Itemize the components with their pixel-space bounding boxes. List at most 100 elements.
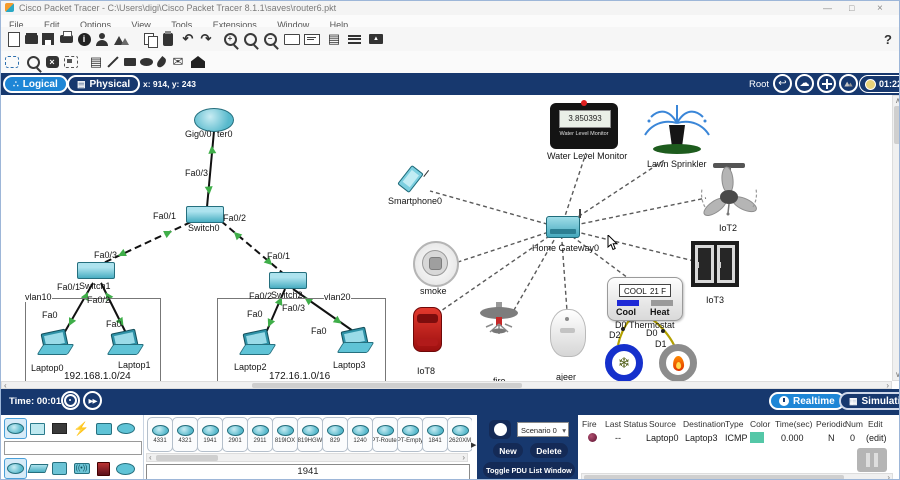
new-window-button[interactable] [283, 30, 301, 48]
device-laptop1[interactable] [106, 328, 145, 358]
console-cable-button[interactable] [345, 30, 363, 48]
photo-button[interactable]: ▲ [367, 30, 385, 48]
device-thermostat[interactable]: COOL 21 F Cool Heat [607, 277, 683, 321]
pdu-fire-dot[interactable] [588, 433, 597, 442]
device-description-field[interactable] [4, 441, 142, 455]
zoom-reset-button[interactable] [241, 30, 259, 48]
place-note-button[interactable]: ▤ [87, 53, 105, 71]
custom-device-button[interactable]: ▤ [325, 30, 343, 48]
model-1941[interactable]: 1941 [197, 417, 223, 452]
device-iot3-window[interactable] [691, 241, 739, 287]
power-cycle-button[interactable] [61, 391, 80, 410]
device-ajeer-siren[interactable] [550, 309, 586, 357]
close-icon[interactable]: × [877, 3, 883, 14]
environment-time-button[interactable]: 01:22:00 [859, 75, 899, 93]
subcategory-switches[interactable] [26, 458, 49, 479]
tab-logical[interactable]: ∴ Logical [3, 75, 68, 93]
zoom-out-button[interactable]: − [261, 30, 279, 48]
scenario-select[interactable]: Scenario 0 ▾ [517, 422, 569, 437]
device-furnace[interactable] [659, 344, 697, 382]
fast-forward-button[interactable]: ▶▶ [83, 391, 102, 410]
print-button[interactable] [57, 30, 75, 48]
toggle-pdu-list-button[interactable]: Toggle PDU List Window [483, 462, 575, 478]
model-scrollbar[interactable]: ‹ › [146, 453, 468, 462]
delete-scenario-button[interactable]: Delete [530, 443, 568, 458]
menu-options[interactable]: Options [79, 20, 111, 30]
canvas-vscrollbar[interactable]: ∧ ∨ [892, 95, 899, 381]
model-819hgw[interactable]: 819HGW [297, 417, 323, 452]
menu-tools[interactable]: Tools [171, 20, 193, 30]
device-switch2[interactable] [269, 272, 307, 289]
new-scenario-button[interactable]: New [493, 443, 523, 458]
model-2911[interactable]: 2911 [247, 417, 273, 452]
canvas-hscrollbar[interactable]: ‹ › [1, 381, 892, 389]
tab-simulation[interactable]: ▦ Simulation [839, 392, 899, 410]
draw-ellipse-button[interactable] [137, 53, 155, 71]
category-multiuser[interactable] [114, 418, 137, 439]
new-file-button[interactable] [5, 30, 23, 48]
menu-extensions[interactable]: Extensions [212, 20, 257, 30]
draw-line-button[interactable] [104, 53, 122, 71]
draw-freeform-button[interactable] [152, 53, 170, 71]
device-switch0[interactable] [186, 206, 224, 223]
menu-view[interactable]: View [131, 20, 151, 30]
help-button[interactable]: ? [879, 30, 897, 48]
drawing-palette-button[interactable] [113, 30, 131, 48]
set-background-button[interactable] [839, 74, 858, 93]
copy-button[interactable] [141, 30, 159, 48]
draw-rectangle-button[interactable] [121, 53, 139, 71]
device-iot8-car[interactable] [413, 307, 442, 352]
pdu-edit-link[interactable]: (edit) [866, 433, 887, 443]
model-pt-empty[interactable]: PT-Empty [397, 417, 423, 452]
tab-physical[interactable]: ▤ Physical [67, 75, 141, 93]
dialog-button[interactable] [303, 30, 321, 48]
device-laptop2[interactable] [238, 328, 277, 358]
menu-help[interactable]: Help [329, 20, 349, 30]
category-components[interactable] [48, 418, 71, 439]
device-laptop3[interactable] [336, 326, 375, 356]
expand-panel-icon[interactable]: ▶ [471, 442, 477, 449]
activity-wizard-button[interactable]: i [75, 30, 93, 48]
open-file-button[interactable] [22, 30, 40, 48]
subcategory-security[interactable] [92, 458, 115, 479]
category-connections[interactable]: ⚡ [70, 418, 93, 439]
inspect-tool-button[interactable] [24, 53, 42, 71]
pdu-info-button[interactable] [489, 420, 511, 439]
model-4331[interactable]: 4331 [147, 417, 173, 452]
resize-tool-button[interactable] [62, 53, 80, 71]
device-switch1[interactable] [77, 262, 115, 279]
zoom-in-button[interactable]: + [221, 30, 239, 48]
save-button[interactable] [39, 30, 57, 48]
model-4321[interactable]: 4321 [172, 417, 198, 452]
new-cluster-button[interactable]: ☁ [795, 74, 814, 93]
menu-window[interactable]: Window [277, 20, 310, 30]
pdu-window-handle[interactable] [857, 448, 887, 472]
device-router0[interactable] [194, 108, 234, 132]
device-water-level-monitor[interactable]: 3.850393 Water Level Monitor [550, 100, 618, 149]
add-simple-pdu-button[interactable]: ✉ [169, 53, 187, 71]
back-navigation-button[interactable]: ↩ [773, 74, 792, 93]
add-complex-pdu-button[interactable] [189, 53, 207, 71]
tab-realtime[interactable]: Realtime [769, 392, 845, 410]
device-laptop0[interactable] [36, 328, 75, 358]
subcategory-hubs[interactable] [48, 458, 71, 479]
subcategory-wan[interactable] [114, 458, 137, 479]
minimize-icon[interactable]: — [823, 3, 832, 13]
category-end-devices[interactable] [26, 418, 49, 439]
device-smoke-detector[interactable] [413, 241, 459, 287]
subcategory-routers[interactable] [4, 458, 27, 479]
subcategory-wireless[interactable]: ((•)) [70, 458, 93, 479]
model-2620xm[interactable]: 2620XM [447, 417, 472, 452]
undo-button[interactable]: ↶ [179, 30, 197, 48]
menu-edit[interactable]: Edit [43, 20, 60, 30]
menu-file[interactable]: File [9, 20, 24, 30]
model-819iox[interactable]: 819IOX [272, 417, 298, 452]
category-network-devices[interactable] [4, 418, 27, 439]
device-home-gateway0[interactable] [546, 209, 581, 238]
model-829[interactable]: 829 [322, 417, 348, 452]
category-miscellaneous[interactable] [92, 418, 115, 439]
model-1240[interactable]: 1240 [347, 417, 373, 452]
select-tool-button[interactable] [3, 53, 21, 71]
user-profile-button[interactable] [93, 30, 111, 48]
pdu-scrollbar[interactable]: › [581, 473, 893, 479]
